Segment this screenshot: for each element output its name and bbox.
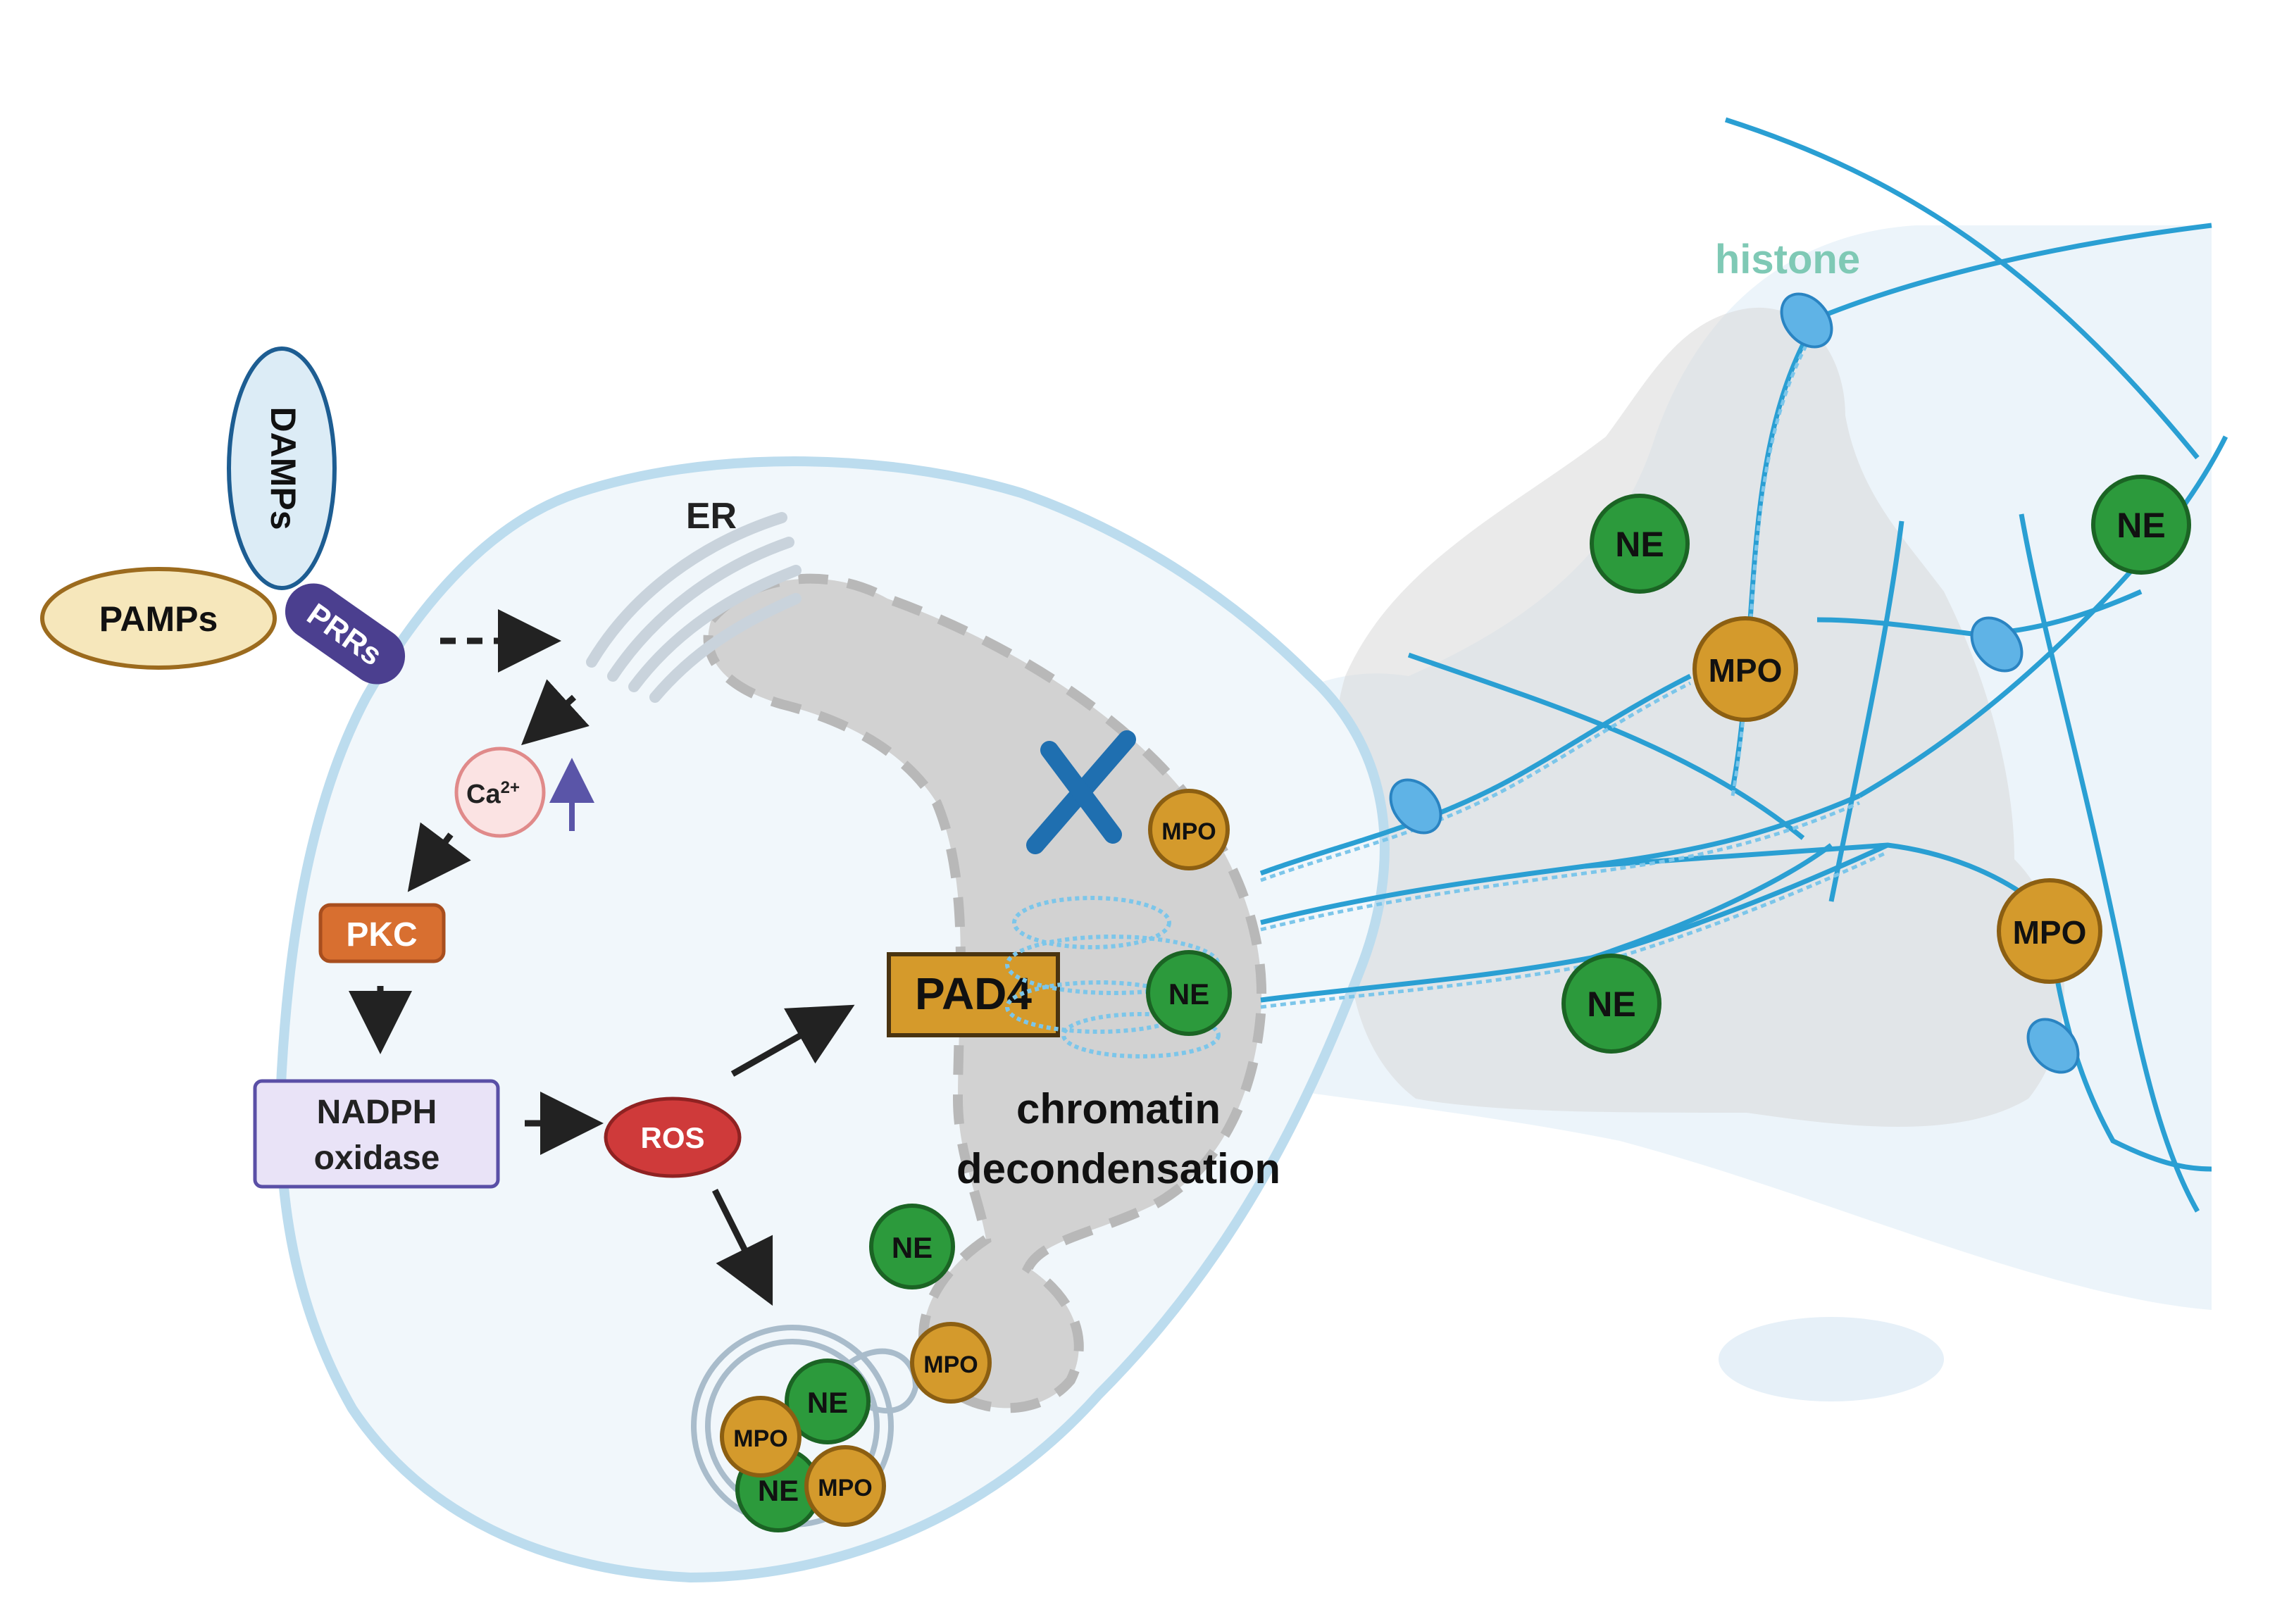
svg-text:MPO: MPO: [2013, 914, 2087, 951]
ne-protein: NE: [1146, 950, 1232, 1036]
svg-text:MPO: MPO: [818, 1475, 872, 1501]
pad4-box: [887, 952, 1060, 1037]
calcium-label: Ca2+: [466, 778, 520, 809]
damps-ellipse: [227, 346, 337, 590]
mpo-protein: MPO: [1148, 789, 1230, 870]
damps-label: DAMPs: [263, 406, 303, 530]
ne-proteins: NE NE NE NE NE NE NE: [735, 475, 2191, 1532]
svg-text:MPO: MPO: [923, 1351, 978, 1378]
chromatin-label-line1: chromatin: [1016, 1085, 1221, 1132]
ne-protein: NE: [869, 1204, 955, 1289]
chromatin-label-line2: decondensation: [956, 1145, 1280, 1192]
histone-4: [2026, 1018, 2080, 1074]
ne-protein: NE: [1561, 954, 1661, 1054]
nadph-label-line2: oxidase: [314, 1139, 440, 1177]
net-dna-strands-light: [1260, 337, 1889, 1009]
pkc-label: PKC: [346, 916, 417, 954]
faint-ellipse: [1719, 1317, 1944, 1401]
histone-2: [1389, 778, 1442, 835]
ne-protein: NE: [1590, 494, 1690, 594]
ros-label: ROS: [640, 1121, 704, 1154]
mpo-proteins: MPO MPO MPO MPO MPO MPO: [720, 616, 2102, 1527]
mpo-protein: MPO: [910, 1322, 992, 1404]
ne-protein: NE: [2091, 475, 2191, 575]
mpo-protein: MPO: [804, 1445, 886, 1527]
ros-ellipse: [604, 1097, 742, 1178]
calcium-circle: [454, 747, 546, 838]
histone-cylinders: [1389, 292, 2080, 1074]
pkc-box: [318, 903, 446, 963]
arrow-ros-pad4: [730, 1004, 855, 1077]
svg-text:NE: NE: [807, 1386, 848, 1419]
svg-text:NE: NE: [1168, 977, 1209, 1011]
endoplasmic-reticulum: [586, 512, 802, 703]
prrs-receptor: PRRs: [285, 583, 406, 685]
chromosome-icon: [1026, 730, 1136, 854]
pathway-arrows: [349, 609, 855, 1306]
ne-protein: NE: [785, 1358, 871, 1444]
mpo-protein: MPO: [1997, 878, 2102, 984]
svg-text:MPO: MPO: [733, 1425, 787, 1452]
svg-text:NE: NE: [892, 1231, 933, 1264]
mpo-protein: MPO: [720, 1396, 802, 1478]
histone-1: [1780, 292, 1833, 349]
mpo-protein: MPO: [1692, 616, 1798, 722]
nadph-oxidase-box: [253, 1079, 500, 1189]
svg-text:NE: NE: [2116, 506, 2165, 545]
svg-text:NE: NE: [1587, 985, 1635, 1024]
svg-text:NE: NE: [1615, 525, 1664, 564]
pamps-ellipse: [40, 567, 277, 670]
arrow-er-ca: [521, 679, 590, 746]
nadph-label-line1: NADPH: [317, 1094, 437, 1131]
svg-text:MPO: MPO: [1161, 818, 1216, 845]
svg-text:MPO: MPO: [1709, 652, 1783, 689]
pamps-label: PAMPs: [99, 599, 218, 639]
svg-text:NE: NE: [758, 1474, 799, 1507]
er-label: ER: [686, 496, 737, 537]
pad4-label: PAD4: [915, 968, 1032, 1019]
histone-3: [1970, 616, 2024, 673]
net-cloud: [1334, 307, 2064, 1127]
arrow-ca-pkc: [407, 822, 471, 892]
arrow-ros-granule: [711, 1188, 773, 1306]
histone-label: histone: [1715, 237, 1860, 282]
